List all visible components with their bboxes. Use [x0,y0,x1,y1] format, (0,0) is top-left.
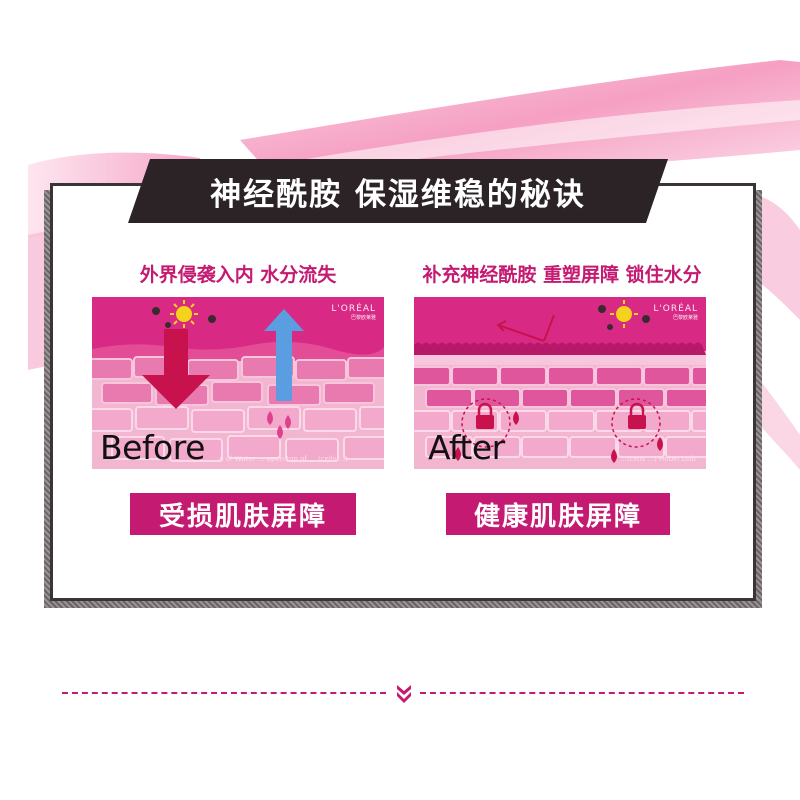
after-label: After [428,428,505,467]
healthy-barrier-badge: 健康肌肤屏障 [446,493,670,535]
sun-icon [610,300,638,328]
before-caption: 外界侵袭入内 水分流失 [139,264,337,286]
pollution-particles-icon [598,305,650,330]
chevron-down-icon [397,685,411,703]
brand-subtitle: 巴黎欧莱雅 [672,315,698,321]
banner-shape [128,159,668,223]
healthy-skin-illustration [414,297,706,463]
brand-name: L'ORÉAL [331,304,376,314]
before-fineprint: ...e of Water ... upon top of ... (cells… [212,455,348,463]
brand-name: L'ORÉAL [653,304,698,314]
sun-icon [170,300,198,328]
arrow-down-icon [142,329,210,409]
damaged-skin-illustration [92,297,384,462]
lock-icon [611,398,663,463]
before-panel: L'ORÉAL 巴黎欧莱雅 ...e of Water ... upon top… [92,297,384,469]
lock-icon [455,398,519,461]
after-panel: L'ORÉAL 巴黎欧莱雅 ...(cells ...) Hebel Leib … [414,297,706,469]
divider-right [420,692,744,694]
after-caption: 补充神经酰胺 重塑屏障 锁住水分 [422,264,702,286]
deflect-arrows-icon [496,314,555,342]
before-label: Before [100,428,205,467]
after-fineprint: ...(cells ...) Hebel Leib [620,455,696,463]
damaged-barrier-badge: 受损肌肤屏障 [130,493,356,535]
brand-logo: L'ORÉAL 巴黎欧莱雅 [653,305,698,321]
arrow-up-icon [264,309,304,401]
water-drops-icon [267,411,291,439]
pollution-particles-icon [152,307,216,328]
title-banner: 神经酰胺 保湿维稳的秘诀 [128,159,668,223]
page-title: 神经酰胺 保湿维稳的秘诀 [210,176,586,213]
divider-left [62,692,386,694]
brand-subtitle: 巴黎欧莱雅 [350,315,376,321]
brand-logo: L'ORÉAL 巴黎欧莱雅 [331,305,376,321]
